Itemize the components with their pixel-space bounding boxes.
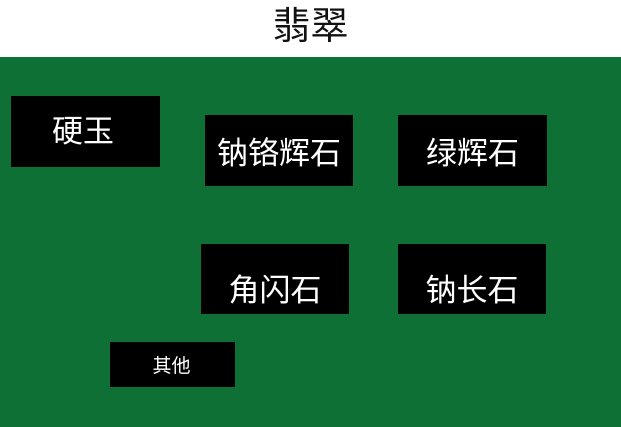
- mineral-box-omphacite: 绿辉石: [398, 115, 547, 186]
- mineral-box-kosmochlor: 钠铬辉石: [205, 115, 353, 186]
- mineral-box-albite: 钠长石: [398, 244, 546, 314]
- mineral-label: 角闪石: [228, 272, 322, 309]
- mineral-label: 硬玉: [52, 114, 114, 150]
- mineral-box-jadeite: 硬玉: [11, 96, 160, 167]
- diagram-title: 翡翠: [272, 4, 349, 48]
- mineral-label: 绿辉石: [426, 136, 519, 172]
- mineral-box-amphibole: 角闪石: [201, 244, 349, 314]
- mineral-label: 钠铬辉石: [217, 136, 341, 172]
- mineral-label: 其他: [152, 355, 191, 377]
- mineral-label: 钠长石: [425, 272, 519, 309]
- mineral-box-other: 其他: [110, 342, 235, 387]
- mineral-panel: 硬玉 钠铬辉石 绿辉石 角闪石 钠长石 其他: [0, 57, 621, 427]
